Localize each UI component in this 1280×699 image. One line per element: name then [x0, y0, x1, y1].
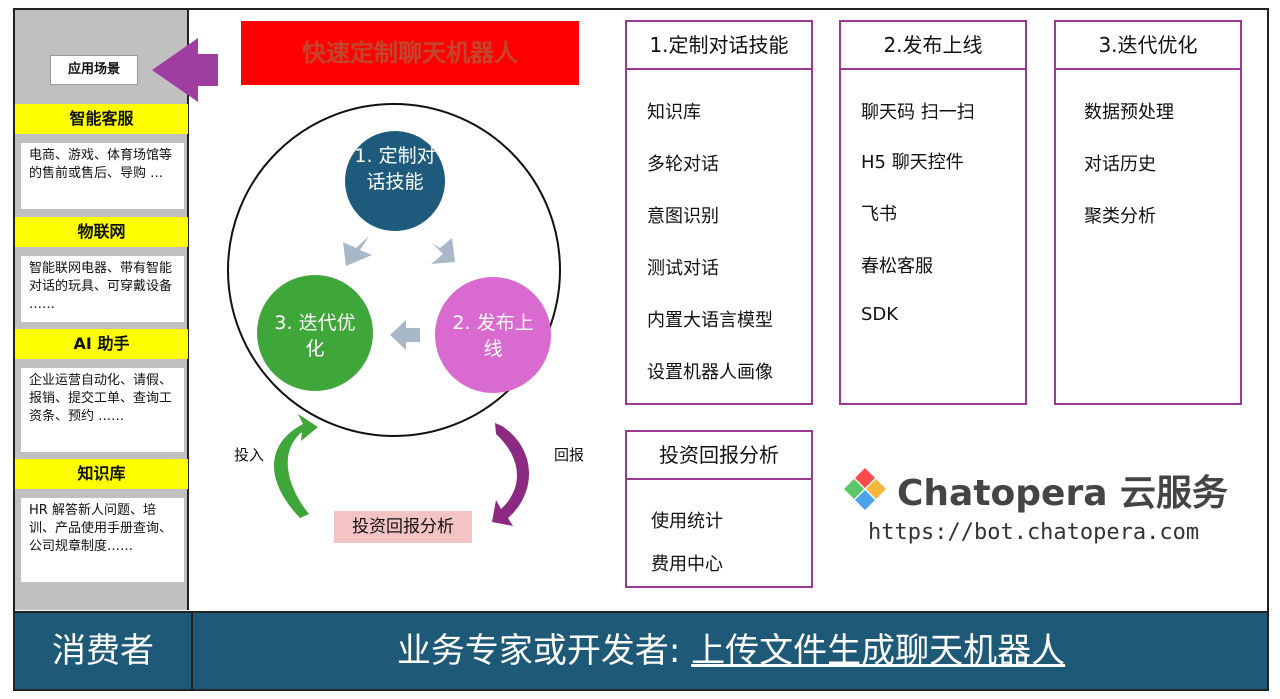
- node-3-label: 3. 迭代优化: [274, 312, 356, 360]
- chatopera-logo-icon: [844, 468, 886, 510]
- card-item-intent: 意图识别: [647, 206, 719, 227]
- consumer-label: 消费者: [52, 631, 154, 671]
- card-item-persona: 设置机器人画像: [647, 362, 773, 383]
- card-title-customize-skills: 1.定制对话技能: [627, 22, 811, 70]
- scenario-title-knowledge-base: 知识库: [15, 459, 188, 489]
- card-item-test-dialog: 测试对话: [647, 258, 719, 279]
- card-title-iterate: 3.迭代优化: [1056, 22, 1240, 70]
- brand-name: Chatopera 云服务: [897, 473, 1229, 514]
- developer-prefix: 业务专家或开发者:: [396, 631, 681, 671]
- card-item-qr-code: 聊天码 扫一扫: [861, 102, 975, 123]
- scenario-desc-customer-service: 电商、游戏、体育场馆等的售前或售后、导购 …: [21, 143, 184, 209]
- card-roi: 投资回报分析 使用统计 费用中心: [625, 430, 813, 588]
- card-publish: 2.发布上线 聊天码 扫一扫 H5 聊天控件 飞书 春松客服 SDK: [839, 20, 1027, 405]
- invest-label: 投入: [234, 446, 265, 464]
- return-label: 回报: [554, 446, 585, 464]
- app-scene-label: 应用场景: [50, 55, 138, 85]
- card-title-roi: 投资回报分析: [627, 432, 811, 480]
- node-2-label: 2. 发布上线: [452, 312, 534, 360]
- card-item-feishu: 飞书: [861, 204, 897, 225]
- card-item-usage-stats: 使用统计: [651, 511, 723, 532]
- card-item-multi-turn: 多轮对话: [647, 154, 719, 175]
- card-item-clustering: 聚类分析: [1084, 206, 1156, 227]
- banner-title: 快速定制聊天机器人: [241, 21, 579, 85]
- upload-file-link[interactable]: 上传文件生成聊天机器人: [691, 631, 1066, 671]
- brand-url[interactable]: https://bot.chatopera.com: [868, 520, 1200, 545]
- card-title-publish: 2.发布上线: [841, 22, 1025, 70]
- card-item-h5-widget: H5 聊天控件: [861, 152, 964, 173]
- scenario-desc-ai-assistant: 企业运营自动化、请假、报销、提交工单、查询工资条、预约 ……: [21, 368, 184, 452]
- card-item-sdk: SDK: [861, 304, 899, 325]
- footer-bar: 消费者 业务专家或开发者: 上传文件生成聊天机器人: [13, 611, 1269, 691]
- scenario-title-ai-assistant: AI 助手: [15, 329, 188, 359]
- card-item-preprocess: 数据预处理: [1084, 102, 1174, 123]
- card-item-history: 对话历史: [1084, 154, 1156, 175]
- developer-line: 业务专家或开发者: 上传文件生成聊天机器人: [193, 613, 1269, 689]
- card-item-knowledge-base: 知识库: [647, 102, 701, 123]
- card-item-cskefu: 春松客服: [861, 256, 933, 277]
- scenario-title-customer-service: 智能客服: [15, 104, 188, 134]
- card-customize-skills: 1.定制对话技能 知识库 多轮对话 意图识别 测试对话 内置大语言模型 设置机器…: [625, 20, 813, 405]
- roi-analysis-box: 投资回报分析: [334, 511, 472, 543]
- card-iterate: 3.迭代优化 数据预处理 对话历史 聚类分析: [1054, 20, 1242, 405]
- scenario-title-iot: 物联网: [15, 217, 188, 247]
- card-item-llm: 内置大语言模型: [647, 310, 773, 331]
- node-1-label: 1. 定制对话技能: [354, 145, 436, 193]
- scenario-desc-knowledge-base: HR 解答新人问题、培训、产品使用手册查询、公司规章制度……: [21, 498, 184, 582]
- footer-divider: [191, 613, 193, 689]
- scenario-desc-iot: 智能联网电器、带有智能对话的玩具、可穿戴设备 ……: [21, 256, 184, 322]
- card-item-billing: 费用中心: [651, 554, 723, 575]
